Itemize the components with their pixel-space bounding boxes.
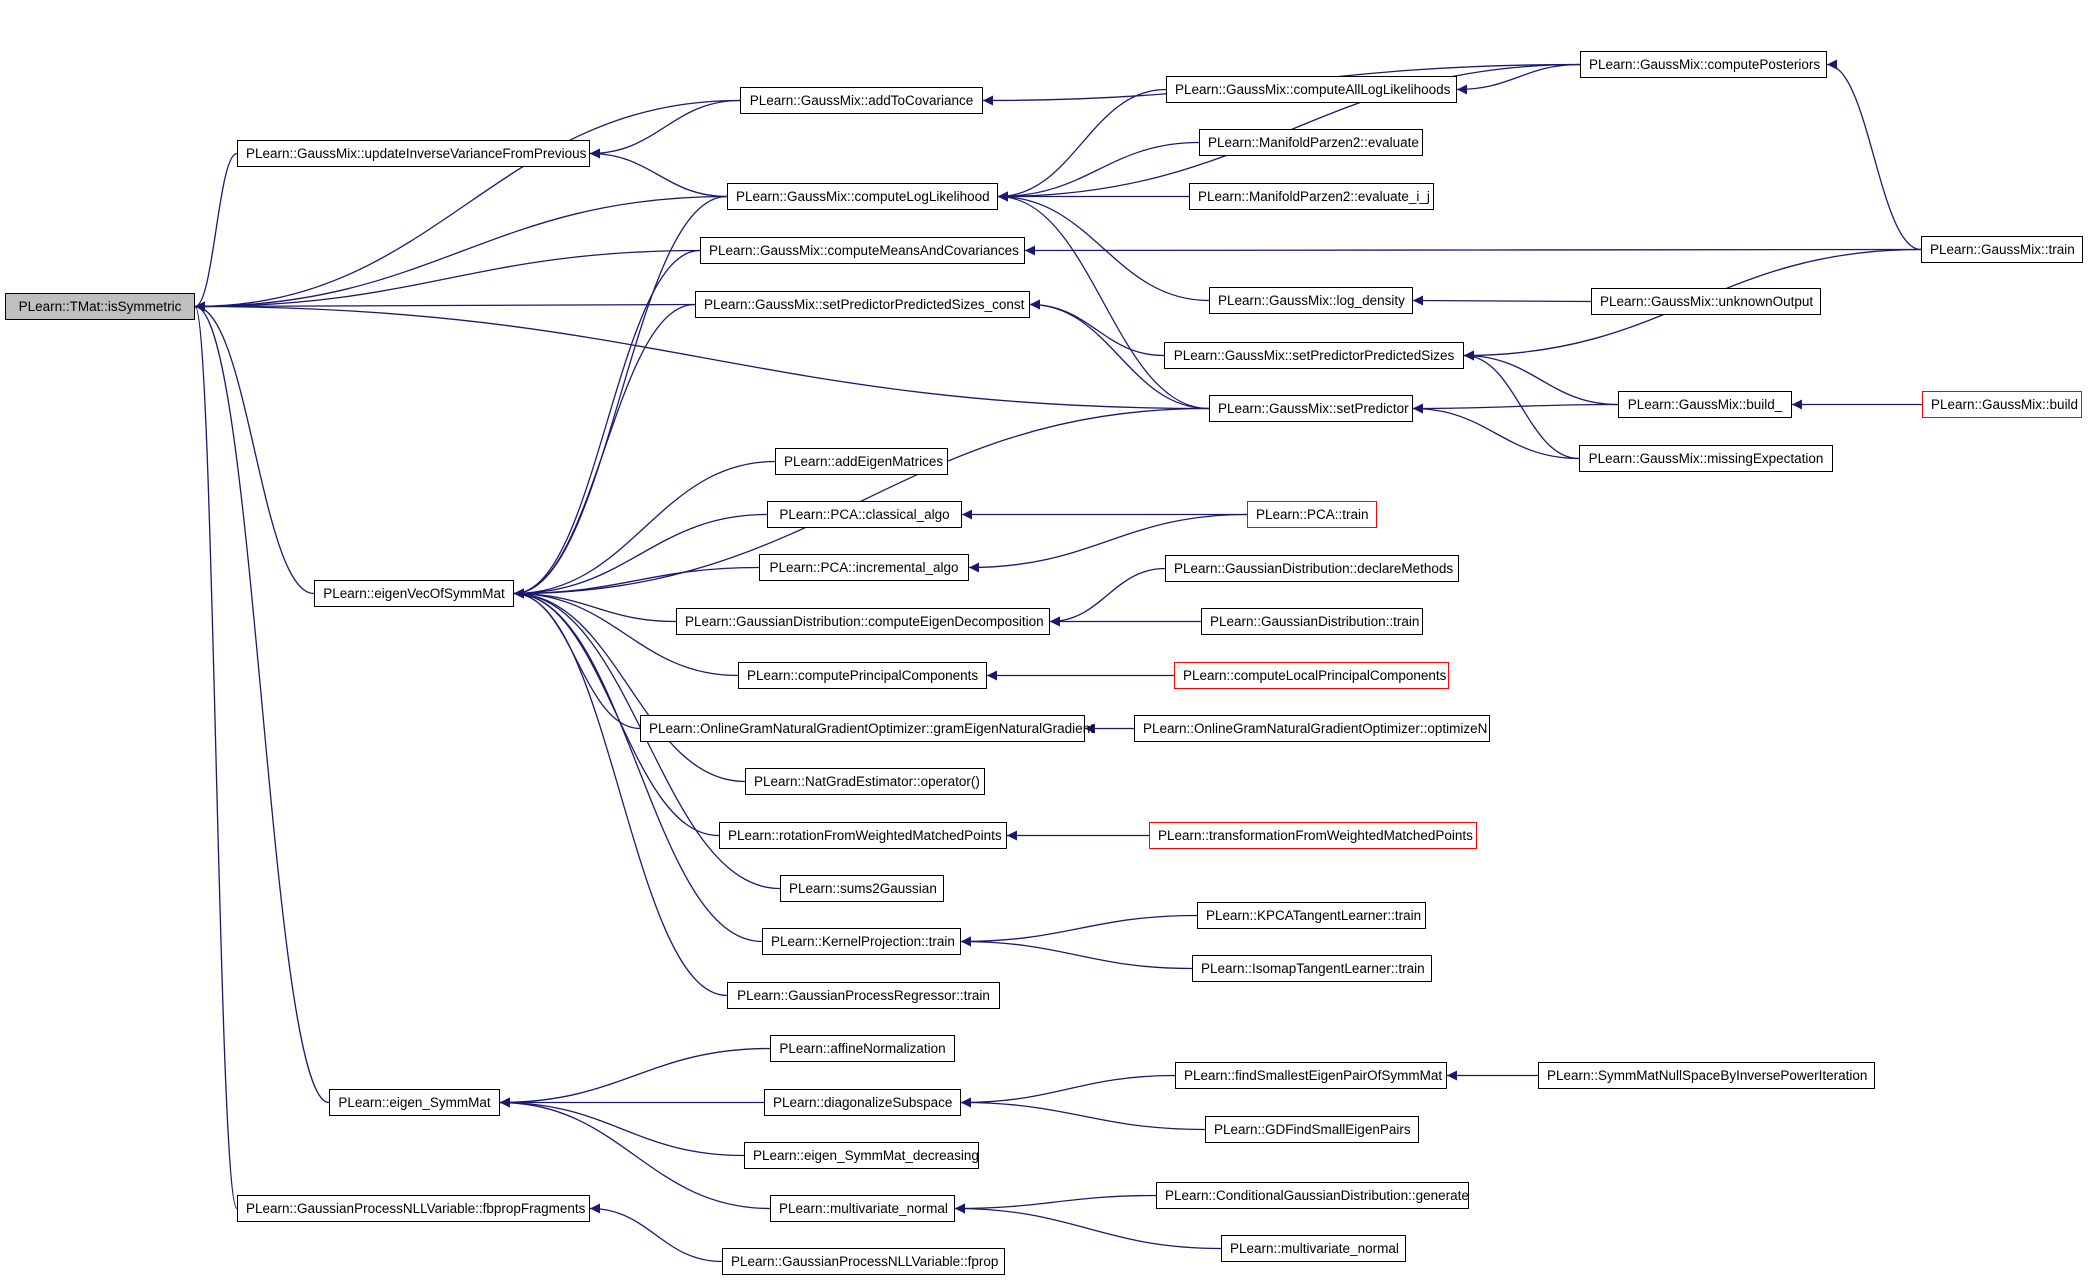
edge-multivariateNormal-to-eigenSymmMat [499, 1097, 771, 1210]
edge-parzenEvaluate-to-computeLogLikelihood [997, 141, 1200, 202]
edge-kernelProjTrain-to-eigenVecOfSymmMat [513, 588, 763, 943]
edge-isomapTrain-to-kernelProjTrain [960, 936, 1193, 970]
node-rotationFromWMP[interactable]: PLearn::rotationFromWeightedMatchedPoint… [719, 822, 1007, 849]
node-gdTrain[interactable]: PLearn::GaussianDistribution::train [1201, 608, 1423, 635]
node-kpcaTrain[interactable]: PLearn::KPCATangentLearner::train [1197, 902, 1426, 929]
edge-logDensity-to-computeLogLikelihood [997, 191, 1210, 302]
node-kernelProjTrain[interactable]: PLearn::KernelProjection::train [762, 928, 961, 955]
node-computeMeansAndCovariances[interactable]: PLearn::GaussMix::computeMeansAndCovaria… [700, 237, 1025, 264]
node-addToCovariance[interactable]: PLearn::GaussMix::addToCovariance [740, 87, 983, 114]
node-buildUnderscore[interactable]: PLearn::GaussMix::build_ [1618, 391, 1792, 418]
edge-natGradOperator-to-eigenVecOfSymmMat [513, 588, 746, 783]
node-multivariateNormal2[interactable]: PLearn::multivariate_normal [1221, 1235, 1406, 1262]
node-transformationFromWMP[interactable]: PLearn::transformationFromWeightedMatche… [1149, 822, 1477, 849]
node-computeLocalPrincipal[interactable]: PLearn::computeLocalPrincipalComponents [1174, 662, 1449, 689]
node-isSymmetric[interactable]: PLearn::TMat::isSymmetric [5, 293, 195, 320]
edge-kpcaTrain-to-kernelProjTrain [960, 914, 1198, 947]
edge-buildUnderscore-to-setPredictor [1412, 403, 1619, 414]
edge-pcaTrain-to-pcaIncremental [968, 513, 1248, 573]
node-eigenVecOfSymmMat[interactable]: PLearn::eigenVecOfSymmMat [314, 580, 514, 607]
node-affineNormalization[interactable]: PLearn::affineNormalization [770, 1035, 955, 1062]
edge-eigenVecOfSymmMat-to-isSymmetric [194, 301, 315, 595]
edge-unknownOutput-to-logDensity [1412, 295, 1592, 306]
edge-computeAllLogLikelihoods-to-computeLogLikelihood [997, 88, 1167, 202]
edge-eigenSymmMatDecreasing-to-eigenSymmMat [499, 1097, 745, 1157]
edge-cgdGenerate-to-multivariateNormal [954, 1194, 1157, 1214]
node-diagonalizeSubspace[interactable]: PLearn::diagonalizeSubspace [764, 1089, 961, 1116]
edge-addEigenMatrices-to-eigenVecOfSymmMat [513, 460, 776, 599]
edge-setPredictorPredictedSizesConst-to-eigenVecOfSymmMat [513, 303, 696, 599]
edge-computePrincipal-to-eigenVecOfSymmMat [513, 588, 739, 677]
edge-gdFindSmallEigenPairs-to-diagonalizeSubspace [960, 1097, 1206, 1131]
node-computeLogLikelihood[interactable]: PLearn::GaussMix::computeLogLikelihood [727, 183, 998, 210]
edge-pcaClassical-to-eigenVecOfSymmMat [513, 513, 768, 599]
node-computePosteriors[interactable]: PLearn::GaussMix::computePosteriors [1580, 51, 1827, 78]
node-setPredictorPredictedSizesConst[interactable]: PLearn::GaussMix::setPredictorPredictedS… [695, 291, 1030, 318]
node-computePrincipal[interactable]: PLearn::computePrincipalComponents [738, 662, 987, 689]
edge-multivariateNormal2-to-multivariateNormal [954, 1203, 1222, 1250]
node-addEigenMatrices[interactable]: PLearn::addEigenMatrices [775, 448, 948, 475]
edge-gprTrain-to-eigenVecOfSymmMat [513, 588, 728, 997]
edge-setPredictorPredictedSizesConst-to-isSymmetric [194, 301, 696, 312]
edge-pcaIncremental-to-eigenVecOfSymmMat [513, 566, 760, 599]
edge-gpnllFprop-to-gpnllFbprop [589, 1203, 723, 1263]
node-findSmallestEigenPair[interactable]: PLearn::findSmallestEigenPairOfSymmMat [1175, 1062, 1447, 1089]
node-pcaTrain[interactable]: PLearn::PCA::train [1247, 501, 1377, 528]
edge-setPredictorPredictedSizes-to-setPredictorPredictedSizesConst [1029, 299, 1165, 357]
node-multivariateNormal[interactable]: PLearn::multivariate_normal [770, 1195, 955, 1222]
node-gdFindSmallEigenPairs[interactable]: PLearn::GDFindSmallEigenPairs [1205, 1116, 1419, 1143]
node-pcaClassical[interactable]: PLearn::PCA::classical_algo [767, 501, 962, 528]
edge-affineNormalization-to-eigenSymmMat [499, 1047, 771, 1108]
node-gpnllFprop[interactable]: PLearn::GaussianProcessNLLVariable::fpro… [722, 1248, 1005, 1275]
edge-computeLogLikelihood-to-isSymmetric [194, 195, 728, 312]
node-pcaIncremental[interactable]: PLearn::PCA::incremental_algo [759, 554, 969, 581]
node-computeAllLogLikelihoods[interactable]: PLearn::GaussMix::computeAllLogLikelihoo… [1166, 76, 1457, 103]
node-setPredictor[interactable]: PLearn::GaussMix::setPredictor [1209, 395, 1413, 422]
node-setPredictorPredictedSizes[interactable]: PLearn::GaussMix::setPredictorPredictedS… [1164, 342, 1464, 369]
node-parzenEvaluateIJ[interactable]: PLearn::ManifoldParzen2::evaluate_i_j [1189, 183, 1434, 210]
node-missingExpectation[interactable]: PLearn::GaussMix::missingExpectation [1579, 445, 1833, 472]
node-isomapTrain[interactable]: PLearn::IsomapTangentLearner::train [1192, 955, 1432, 982]
edge-computeMeansAndCovariances-to-eigenVecOfSymmMat [513, 249, 701, 599]
edge-gpnllFbprop-to-isSymmetric [194, 301, 238, 1210]
edge-addToCovariance-to-updateInverseVariance [589, 99, 741, 159]
node-eigenSymmMat[interactable]: PLearn::eigen_SymmMat [329, 1089, 500, 1116]
edge-gaussMixTrain-to-computePosteriors [1826, 59, 1922, 251]
edge-gdDeclareMethods-to-gdComputeEigen [1049, 567, 1166, 627]
node-gpnllFbprop[interactable]: PLearn::GaussianProcessNLLVariable::fbpr… [237, 1195, 590, 1222]
edge-computeMeansAndCovariances-to-isSymmetric [194, 249, 701, 312]
edge-missingExpectation-to-setPredictor [1412, 403, 1580, 460]
edge-findSmallestEigenPair-to-diagonalizeSubspace [960, 1074, 1176, 1108]
node-cgdGenerate[interactable]: PLearn::ConditionalGaussianDistribution:… [1156, 1182, 1469, 1209]
edge-updateInverseVariance-to-isSymmetric [194, 152, 238, 312]
node-gdComputeEigen[interactable]: PLearn::GaussianDistribution::computeEig… [676, 608, 1050, 635]
edge-setPredictor-to-isSymmetric [194, 301, 1210, 410]
node-natGradOperator[interactable]: PLearn::NatGradEstimator::operator() [745, 768, 985, 795]
edge-missingExpectation-to-setPredictorPredictedSizes [1463, 350, 1580, 460]
node-updateInverseVariance[interactable]: PLearn::GaussMix::updateInverseVarianceF… [237, 140, 590, 167]
edge-gaussMixTrain-to-computeMeansAndCovariances [1024, 245, 1922, 256]
node-build[interactable]: PLearn::GaussMix::build [1922, 391, 2082, 418]
edge-addToCovariance-to-isSymmetric [194, 99, 741, 312]
node-unknownOutput[interactable]: PLearn::GaussMix::unknownOutput [1591, 288, 1821, 315]
edge-setPredictor-to-computeLogLikelihood [997, 191, 1210, 410]
edge-setPredictor-to-setPredictorPredictedSizesConst [1029, 299, 1210, 410]
node-ogOptimizeN[interactable]: PLearn::OnlineGramNaturalGradientOptimiz… [1134, 715, 1490, 742]
node-parzenEvaluate[interactable]: PLearn::ManifoldParzen2::evaluate [1199, 129, 1423, 156]
node-ogGramEigen[interactable]: PLearn::OnlineGramNaturalGradientOptimiz… [640, 715, 1094, 742]
edge-computeLogLikelihood-to-eigenVecOfSymmMat [513, 195, 728, 599]
edge-computePosteriors-to-computeAllLogLikelihoods [1456, 63, 1581, 95]
node-logDensity[interactable]: PLearn::GaussMix::log_density [1209, 287, 1413, 314]
node-gaussMixTrain[interactable]: PLearn::GaussMix::train [1921, 236, 2083, 263]
edge-eigenSymmMat-to-isSymmetric [194, 301, 330, 1104]
edge-computeLogLikelihood-to-updateInverseVariance [589, 148, 728, 198]
edge-buildUnderscore-to-setPredictorPredictedSizes [1463, 350, 1619, 406]
node-gprTrain[interactable]: PLearn::GaussianProcessRegressor::train [727, 982, 1000, 1009]
node-symmMatNullSpace[interactable]: PLearn::SymmMatNullSpaceByInversePowerIt… [1538, 1062, 1875, 1089]
node-eigenSymmMatDecreasing[interactable]: PLearn::eigen_SymmMat_decreasing [744, 1142, 979, 1169]
node-sums2Gaussian[interactable]: PLearn::sums2Gaussian [780, 875, 944, 902]
node-gdDeclareMethods[interactable]: PLearn::GaussianDistribution::declareMet… [1165, 555, 1459, 582]
